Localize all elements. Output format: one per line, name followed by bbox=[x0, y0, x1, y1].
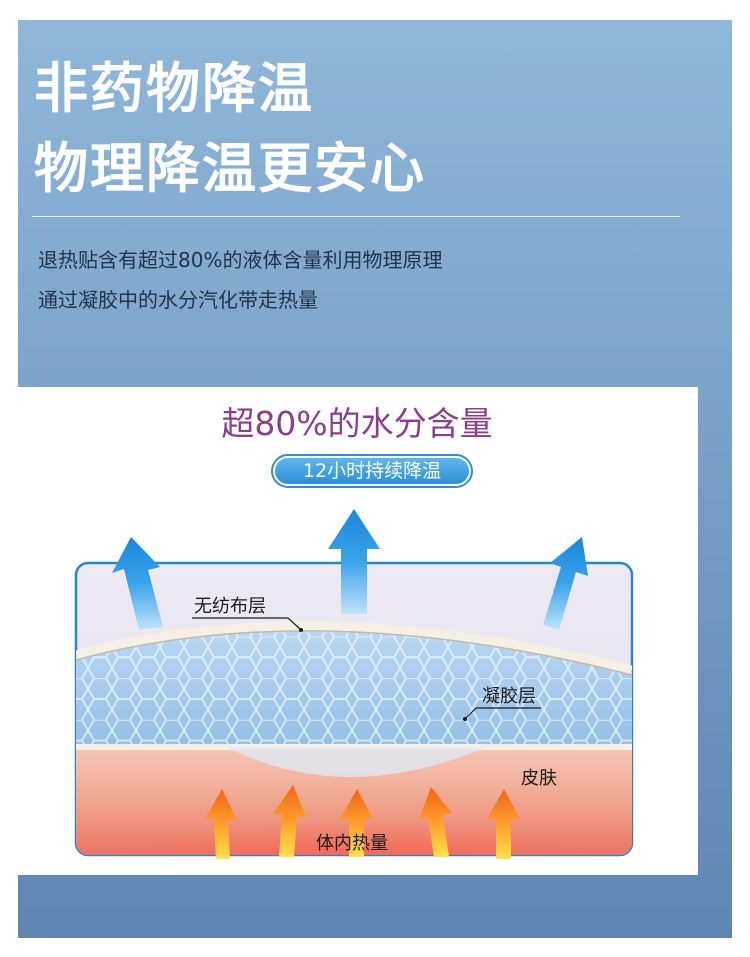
label-nonwoven: 无纺布层 bbox=[194, 596, 266, 617]
cooling-arrow-right bbox=[543, 537, 588, 630]
cooling-arrow-left bbox=[112, 537, 163, 630]
duration-badge: 12小时持续降温 bbox=[271, 454, 473, 488]
divider bbox=[32, 216, 680, 217]
headline-line-2: 物理降温更安心 bbox=[34, 137, 426, 200]
headline-line-1: 非药物降温 bbox=[34, 57, 314, 120]
body-heat-glow bbox=[124, 785, 584, 855]
description-line-1: 退热贴含有超过80%的液体含量利用物理原理 bbox=[38, 248, 443, 272]
diagram-title: 超80%的水分含量 bbox=[221, 404, 493, 443]
label-body-heat: 体内热量 bbox=[316, 833, 388, 854]
heat-arrow-1 bbox=[205, 789, 237, 859]
label-skin: 皮肤 bbox=[521, 768, 557, 789]
diagram-card: 超80%的水分含量 12小时持续降温 bbox=[16, 387, 698, 875]
heat-arrow-5 bbox=[487, 789, 520, 859]
heat-arrow-2 bbox=[273, 785, 306, 857]
label-gel: 凝胶层 bbox=[482, 686, 536, 707]
cooling-diagram: 无纺布层 凝胶层 皮肤 体内热量 bbox=[74, 509, 634, 859]
heat-arrow-4 bbox=[419, 787, 452, 857]
description-line-2: 通过凝胶中的水分汽化带走热量 bbox=[38, 288, 318, 312]
nonwoven-layer bbox=[76, 621, 632, 675]
cooling-arrow-center bbox=[328, 509, 380, 614]
duration-badge-label: 12小时持续降温 bbox=[275, 458, 469, 484]
heat-arrow-3 bbox=[340, 789, 373, 857]
